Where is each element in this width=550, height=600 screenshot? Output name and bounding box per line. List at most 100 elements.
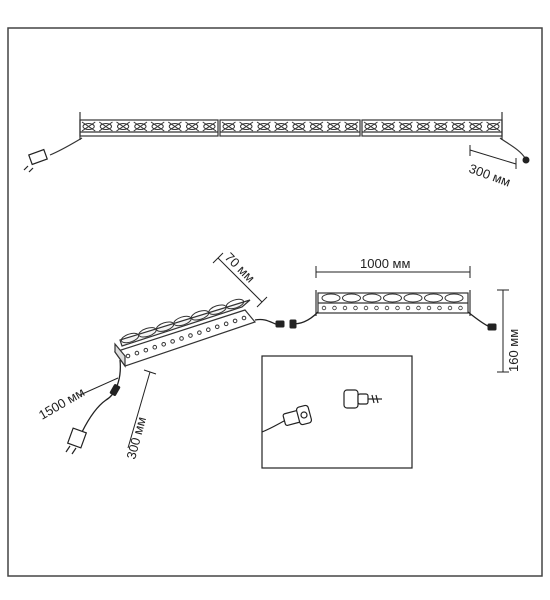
connector-icon — [522, 156, 530, 164]
lens-mark — [444, 293, 464, 303]
lens-mark — [117, 123, 130, 130]
light-bar-icon — [219, 119, 361, 137]
lens-mark — [383, 293, 402, 303]
lens-mark — [424, 293, 443, 303]
vent-hole — [332, 305, 337, 311]
lens-mark — [327, 123, 340, 130]
lens-mark — [381, 121, 396, 132]
vent-hole — [206, 327, 211, 332]
lens-mark — [81, 121, 96, 132]
dim-width-height — [212, 252, 268, 308]
dim-label-length: 1000 мм — [360, 256, 410, 271]
lens-mark — [434, 123, 447, 130]
vent-hole — [214, 324, 220, 330]
vent-hole — [342, 305, 348, 311]
lens-mark — [186, 123, 199, 130]
vent-hole — [223, 321, 229, 327]
vent-hole — [188, 333, 193, 338]
lens-mark — [417, 123, 430, 130]
dim-cable-bottom — [127, 369, 157, 449]
vent-hole — [152, 344, 158, 350]
lens-mark — [451, 121, 466, 132]
lens-mark — [326, 121, 341, 132]
front-cables — [291, 311, 491, 328]
dim-cable-top — [469, 145, 517, 169]
vent-hole — [437, 305, 442, 311]
lens-mark — [82, 123, 95, 130]
lens-mark — [468, 121, 483, 132]
lens-mark — [403, 293, 423, 303]
lens-mark — [321, 293, 341, 303]
vent-hole — [395, 305, 400, 311]
connector-detail-panel — [261, 355, 413, 469]
dim-label-power-cable: 1500 мм — [36, 384, 87, 422]
dim-label-height: 160 мм — [506, 329, 521, 372]
lens-mark — [240, 123, 253, 130]
lens-mark — [116, 121, 131, 132]
plug-icon — [65, 427, 88, 455]
lens-mark — [150, 121, 165, 132]
vent-hole — [143, 347, 149, 353]
lens-mark — [99, 123, 112, 130]
lens-mark — [399, 123, 412, 130]
lens-mark — [221, 121, 236, 132]
drawing-border — [7, 27, 543, 577]
lens-mark — [275, 123, 288, 130]
vent-hole — [134, 350, 140, 356]
vent-hole — [374, 305, 379, 311]
lens-mark — [151, 123, 164, 130]
connector-icon — [109, 320, 285, 396]
lens-mark — [98, 121, 113, 132]
lens-mark — [185, 121, 200, 132]
lens-mark — [487, 123, 500, 130]
dim-label-cable-bottom: 300 мм — [123, 415, 149, 461]
vent-hole — [241, 315, 247, 321]
lens-mark — [398, 121, 413, 132]
vent-hole — [458, 305, 463, 311]
lens-mark — [222, 123, 235, 130]
lens-mark — [486, 121, 501, 132]
vent-hole — [125, 353, 131, 359]
connector-icon — [289, 319, 497, 331]
vent-hole — [363, 305, 369, 311]
vent-hole — [384, 305, 390, 311]
lens-mark — [382, 123, 395, 130]
dim-power-cable — [79, 377, 119, 396]
vent-hole — [353, 305, 358, 311]
dim-label-cable-top: 300 мм — [467, 161, 513, 190]
lens-mark — [345, 123, 358, 130]
lens-mark — [309, 121, 324, 132]
lens-mark — [274, 121, 289, 132]
lens-mark — [256, 121, 271, 132]
lens-mark — [292, 123, 305, 130]
lens-mark — [310, 123, 323, 130]
vent-hole — [179, 336, 184, 341]
vent-hole — [447, 305, 453, 311]
connector-icon — [343, 389, 382, 409]
lens-mark — [134, 123, 147, 130]
vent-hole — [232, 318, 238, 324]
lens-mark — [167, 121, 182, 132]
lens-mark — [364, 123, 377, 130]
vent-hole — [170, 339, 175, 344]
lens-mark — [203, 123, 216, 130]
lens-mark — [416, 121, 431, 132]
lens-mark — [291, 121, 306, 132]
vent-hole — [197, 330, 202, 335]
lens-mark — [257, 123, 270, 130]
light-bar-icon — [361, 119, 503, 137]
vent-hole — [405, 305, 411, 311]
lens-mark — [433, 121, 448, 132]
vent-hole — [416, 305, 421, 311]
lens-mark — [469, 123, 482, 130]
vent-hole — [321, 305, 327, 311]
lens-mark — [362, 293, 382, 303]
lens-mark — [239, 121, 254, 132]
lens-mark — [225, 298, 245, 310]
vent-hole — [161, 342, 166, 347]
lens-mark — [342, 293, 361, 303]
lens-mark — [452, 123, 465, 130]
connector-icon — [282, 404, 313, 427]
plug-icon — [23, 148, 48, 173]
lens-mark — [344, 121, 359, 132]
